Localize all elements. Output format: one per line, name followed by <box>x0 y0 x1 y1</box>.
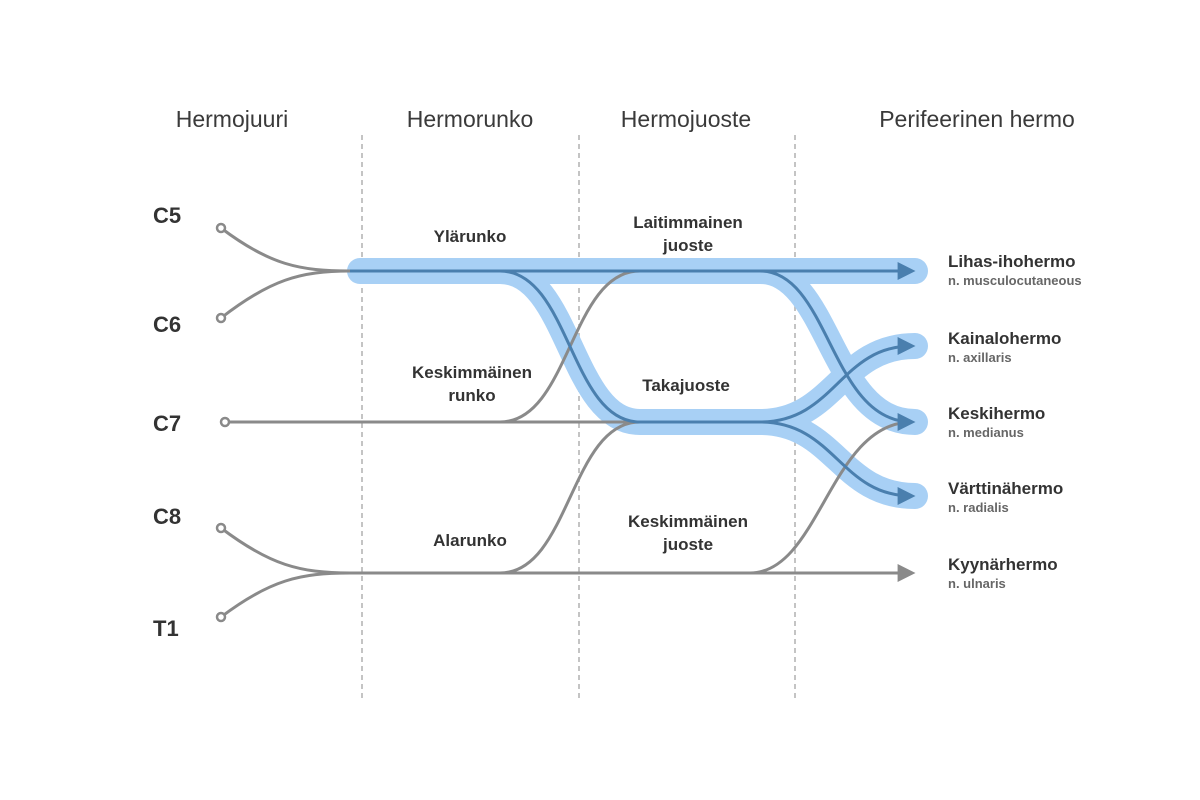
root-connectors <box>220 226 640 619</box>
blue-paths <box>350 262 916 505</box>
line-t1-to-lower <box>220 571 351 619</box>
root-label-t1: T1 <box>153 616 179 641</box>
line-upper-to-posterior <box>499 269 760 424</box>
root-dot-c6 <box>215 312 227 324</box>
line-c5-to-upper <box>220 226 351 273</box>
line-lower-to-posterior <box>499 420 641 575</box>
nerve-name-axillary: Kainalohermo <box>948 329 1061 348</box>
nerve-name-radial: Värttinähermo <box>948 479 1063 498</box>
column-header-roots: Hermojuuri <box>176 106 288 132</box>
line-c8-to-lower <box>220 526 351 575</box>
line-c6-to-upper <box>220 269 351 320</box>
nerve-axillary: Kainalohermo n. axillaris <box>948 329 1061 365</box>
column-header-trunks: Hermorunko <box>407 106 534 132</box>
nerve-name-median: Keskihermo <box>948 404 1045 423</box>
cord-label-lateral-line2: juoste <box>662 236 713 255</box>
column-header-nerves: Perifeerinen hermo <box>879 106 1075 132</box>
line-lateral-to-median <box>759 269 916 431</box>
cord-label-medial-line2: juoste <box>662 535 713 554</box>
highlight-halos <box>347 258 928 509</box>
nerve-latin-median: n. medianus <box>948 425 1024 440</box>
root-label-c7: C7 <box>153 411 181 436</box>
gray-paths <box>350 269 916 582</box>
nerve-latin-musculocutaneous: n. musculocutaneous <box>948 273 1082 288</box>
nerve-latin-axillary: n. axillaris <box>948 350 1012 365</box>
root-dot-c7 <box>219 416 231 428</box>
column-header-cords: Hermojuoste <box>621 106 751 132</box>
cord-label-medial-line1: Keskimmäinen <box>628 512 748 531</box>
nerve-ulnar: Kyynärhermo n. ulnaris <box>948 555 1058 591</box>
trunk-label-middle-line1: Keskimmäinen <box>412 363 532 382</box>
root-label-c6: C6 <box>153 312 181 337</box>
line-medial-to-median <box>749 420 913 575</box>
root-dot-c8 <box>215 522 227 534</box>
nerve-musculocutaneous: Lihas-ihohermo n. musculocutaneous <box>948 252 1082 288</box>
nerve-name-musculocutaneous: Lihas-ihohermo <box>948 252 1076 271</box>
cord-label-lateral-line1: Laitimmainen <box>633 213 743 232</box>
trunk-label-lower: Alarunko <box>433 531 507 550</box>
root-dot-c5 <box>215 222 227 234</box>
nerve-latin-ulnar: n. ulnaris <box>948 576 1006 591</box>
nerve-median: Keskihermo n. medianus <box>948 404 1045 440</box>
nerve-radial: Värttinähermo n. radialis <box>948 479 1063 515</box>
line-posterior-to-radial <box>759 420 916 505</box>
nerve-name-ulnar: Kyynärhermo <box>948 555 1058 574</box>
cord-label-posterior: Takajuoste <box>642 376 730 395</box>
line-posterior-to-axillary <box>759 337 916 424</box>
root-dot-t1 <box>215 611 227 623</box>
root-label-c8: C8 <box>153 504 181 529</box>
trunk-label-upper: Ylärunko <box>434 227 507 246</box>
nerve-latin-radial: n. radialis <box>948 500 1009 515</box>
root-label-c5: C5 <box>153 203 181 228</box>
trunk-label-middle-line2: runko <box>448 386 495 405</box>
